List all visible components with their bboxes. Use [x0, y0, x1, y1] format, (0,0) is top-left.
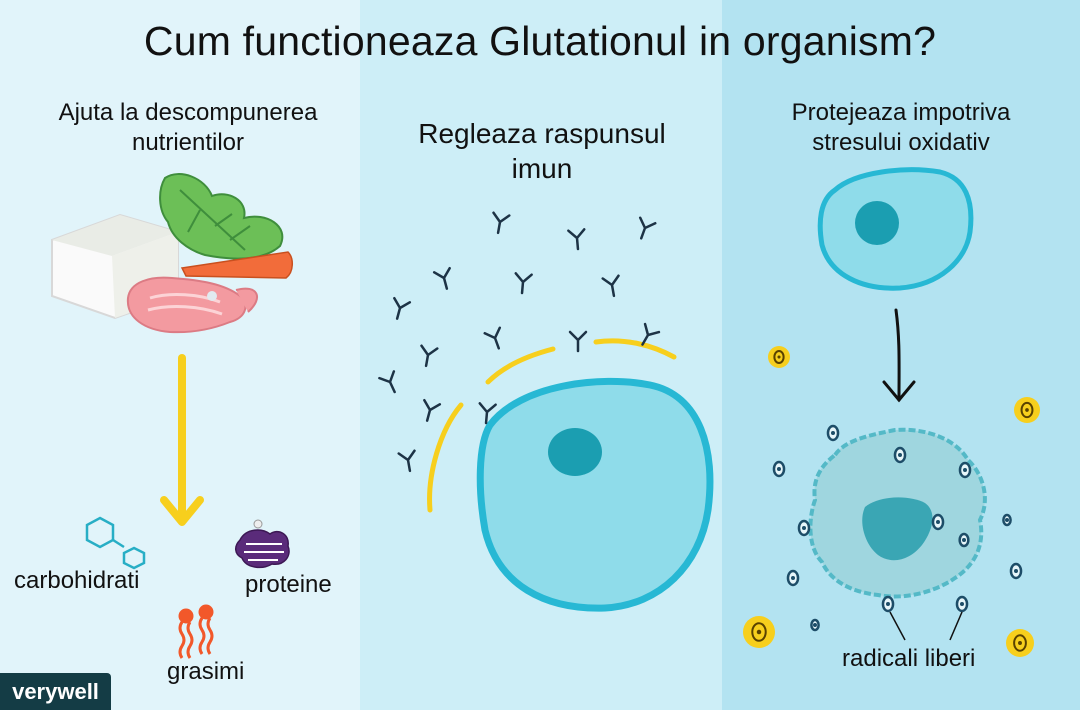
- free-radical-group: [743, 346, 1040, 657]
- antibody-icon: [378, 370, 396, 394]
- caption-line: Regleaza raspunsul: [418, 118, 666, 149]
- damaged-nucleus: [862, 497, 933, 561]
- caption-line: Ajuta la descompunerea: [58, 99, 318, 126]
- yellow-free-radical-icon: [1014, 397, 1040, 423]
- antibody-icon: [423, 398, 442, 422]
- antibody-icon: [478, 402, 497, 425]
- antibody-icon: [492, 211, 511, 235]
- free-radical-icon: [810, 618, 820, 632]
- free-radical-icon: [772, 460, 786, 478]
- verywell-logo: verywell: [0, 673, 111, 710]
- antibody-icon: [641, 322, 661, 346]
- free-radical-icon: [958, 461, 972, 479]
- free-radical-icon: [786, 569, 800, 587]
- cell-nucleus: [548, 428, 602, 476]
- antibody-icon: [393, 296, 412, 320]
- antibody-icon: [432, 266, 451, 290]
- antibody-icon: [568, 330, 588, 353]
- protein-icon: [235, 519, 290, 569]
- label-free-radicals: radicali liberi: [842, 645, 976, 672]
- caption-line: stresului oxidativ: [812, 129, 990, 156]
- antibody-icon: [514, 272, 533, 295]
- caption-immune-response: Regleaza raspunsul imun: [363, 116, 721, 186]
- healthy-cell: [817, 167, 974, 291]
- free-radical-icon: [955, 595, 969, 613]
- lettuce-icon: [159, 173, 284, 260]
- label-fats: grasimi: [167, 658, 245, 685]
- free-radical-icon: [931, 513, 945, 531]
- caption-line: nutrientilor: [131, 129, 245, 156]
- caption-line: Protejeaza impotriva: [791, 99, 1011, 126]
- free-radical-icon: [958, 532, 970, 548]
- free-radical-icon: [1002, 513, 1012, 527]
- antibody-icon: [601, 274, 620, 298]
- healthy-cell-nucleus: [855, 201, 899, 245]
- free-radical-icon: [881, 595, 895, 613]
- antibody-icon: [567, 228, 586, 251]
- down-arrow-icon: [160, 354, 204, 526]
- antibody-icon: [420, 344, 439, 368]
- carbohydrate-molecule-icon: [85, 516, 146, 570]
- yellow-free-radical-icon: [1006, 629, 1034, 657]
- antibody-group: [378, 211, 661, 473]
- fat-molecule-icon: [178, 604, 214, 659]
- black-down-arrow-icon: [882, 308, 916, 403]
- damaged-cell: [808, 427, 987, 599]
- antibody-icon: [397, 449, 416, 473]
- caption-oxidative-stress: Protejeaza impotriva stresului oxidativ: [722, 98, 1080, 158]
- caption-line: imun: [511, 153, 573, 184]
- antibody-icon: [483, 326, 502, 350]
- food-illustration: [51, 173, 293, 334]
- label-proteins: proteine: [245, 571, 332, 598]
- yellow-free-radical-icon: [743, 616, 775, 648]
- free-radical-icon: [1009, 562, 1023, 580]
- antibody-binding-arcs: [427, 338, 677, 513]
- page-title: Cum functioneaza Glutationul in organism…: [143, 18, 937, 64]
- salmon-steak-icon: [126, 276, 259, 334]
- yellow-free-radical-icon: [768, 346, 790, 368]
- label-carbohydrates: carbohidrati: [14, 567, 140, 594]
- immune-cell: [476, 377, 714, 612]
- carrot-icon: [180, 251, 293, 279]
- antibody-icon: [638, 216, 657, 240]
- free-radical-icon: [893, 446, 907, 464]
- free-radical-icon: [797, 519, 811, 537]
- free-radical-icon: [826, 424, 840, 442]
- radical-pointer-lines: [889, 611, 963, 641]
- caption-nutrient-breakdown: Ajuta la descompunerea nutrientilor: [18, 98, 358, 158]
